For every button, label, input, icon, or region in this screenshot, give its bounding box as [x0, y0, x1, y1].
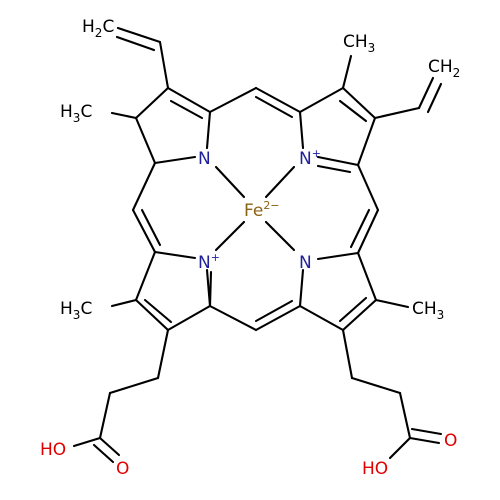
bond — [356, 251, 378, 302]
carbonyl-left-label: O — [116, 459, 129, 479]
nitrogen-lower-right-label: N — [299, 253, 312, 273]
hydroxyl-left-label: HO — [40, 440, 66, 460]
nitrogen-lower-left-label: N+ — [198, 251, 220, 273]
bond — [153, 250, 197, 260]
bond — [316, 164, 352, 174]
bond — [356, 163, 380, 212]
bond — [208, 304, 258, 332]
bond — [254, 304, 302, 332]
bond — [134, 250, 157, 302]
bond — [134, 86, 170, 120]
bond — [254, 95, 294, 119]
bond — [153, 155, 197, 165]
bond — [264, 165, 296, 199]
bond — [205, 110, 212, 150]
bond — [341, 328, 354, 380]
bond — [338, 296, 368, 323]
bond — [166, 86, 212, 114]
bond — [373, 106, 421, 120]
bond — [140, 208, 162, 247]
bond — [156, 328, 170, 380]
bond — [108, 376, 160, 395]
bond — [169, 99, 204, 120]
methyl-lower-right-label: CH3 — [412, 299, 444, 322]
bond — [208, 86, 258, 114]
bond — [98, 436, 121, 457]
methyl-top-right-label: CH3 — [343, 32, 375, 55]
bond — [349, 208, 371, 249]
bond — [350, 376, 402, 395]
bond — [116, 26, 162, 44]
bond — [134, 298, 170, 332]
bond — [208, 270, 213, 308]
bond — [298, 110, 305, 150]
bond — [408, 436, 441, 445]
bond — [341, 54, 353, 90]
bond — [338, 99, 368, 123]
hydroxyl-right-label: HO — [362, 459, 388, 479]
bond — [388, 436, 412, 460]
vinyl-right-label: CH2 — [428, 57, 460, 80]
bond — [374, 298, 410, 309]
bond — [341, 86, 377, 120]
nitrogen-upper-left-label: N — [198, 149, 211, 169]
iron-label: Fe2− — [244, 199, 280, 221]
vinyl-left-label: H2C — [82, 17, 114, 40]
bond — [316, 155, 360, 167]
bond — [254, 86, 302, 114]
bond — [298, 86, 345, 114]
carbonyl-right-label: O — [444, 431, 457, 451]
bond — [98, 391, 112, 440]
carbon-bonds — [72, 26, 443, 464]
bond — [72, 436, 102, 448]
bond — [214, 220, 246, 252]
bond — [131, 161, 157, 212]
bond — [131, 208, 157, 254]
bond — [92, 443, 115, 464]
bond — [298, 268, 305, 308]
bond — [426, 82, 443, 114]
atom-labels: H2C CH3 CH2 H3C N N+ N+ N Fe2− H3C CH3 H… — [40, 17, 460, 479]
bond — [356, 116, 377, 167]
bond — [316, 251, 360, 261]
bond — [341, 298, 378, 332]
bond — [110, 298, 138, 308]
bond — [134, 116, 157, 165]
bond — [115, 35, 156, 52]
bond — [254, 299, 294, 323]
bond — [143, 298, 173, 324]
bond — [110, 111, 138, 120]
bond — [158, 40, 170, 90]
bond — [166, 304, 212, 332]
bond — [356, 208, 380, 255]
bond — [264, 220, 296, 252]
nitrogen-bonds — [153, 155, 360, 308]
bond — [417, 76, 435, 110]
bond — [410, 427, 443, 436]
bond — [214, 165, 246, 199]
bond — [398, 391, 412, 440]
bond — [298, 304, 345, 332]
methyl-upper-left-label: H3C — [60, 102, 92, 125]
methyl-lower-left-label: H3C — [60, 299, 92, 322]
nitrogen-upper-right-label: N+ — [299, 147, 321, 169]
